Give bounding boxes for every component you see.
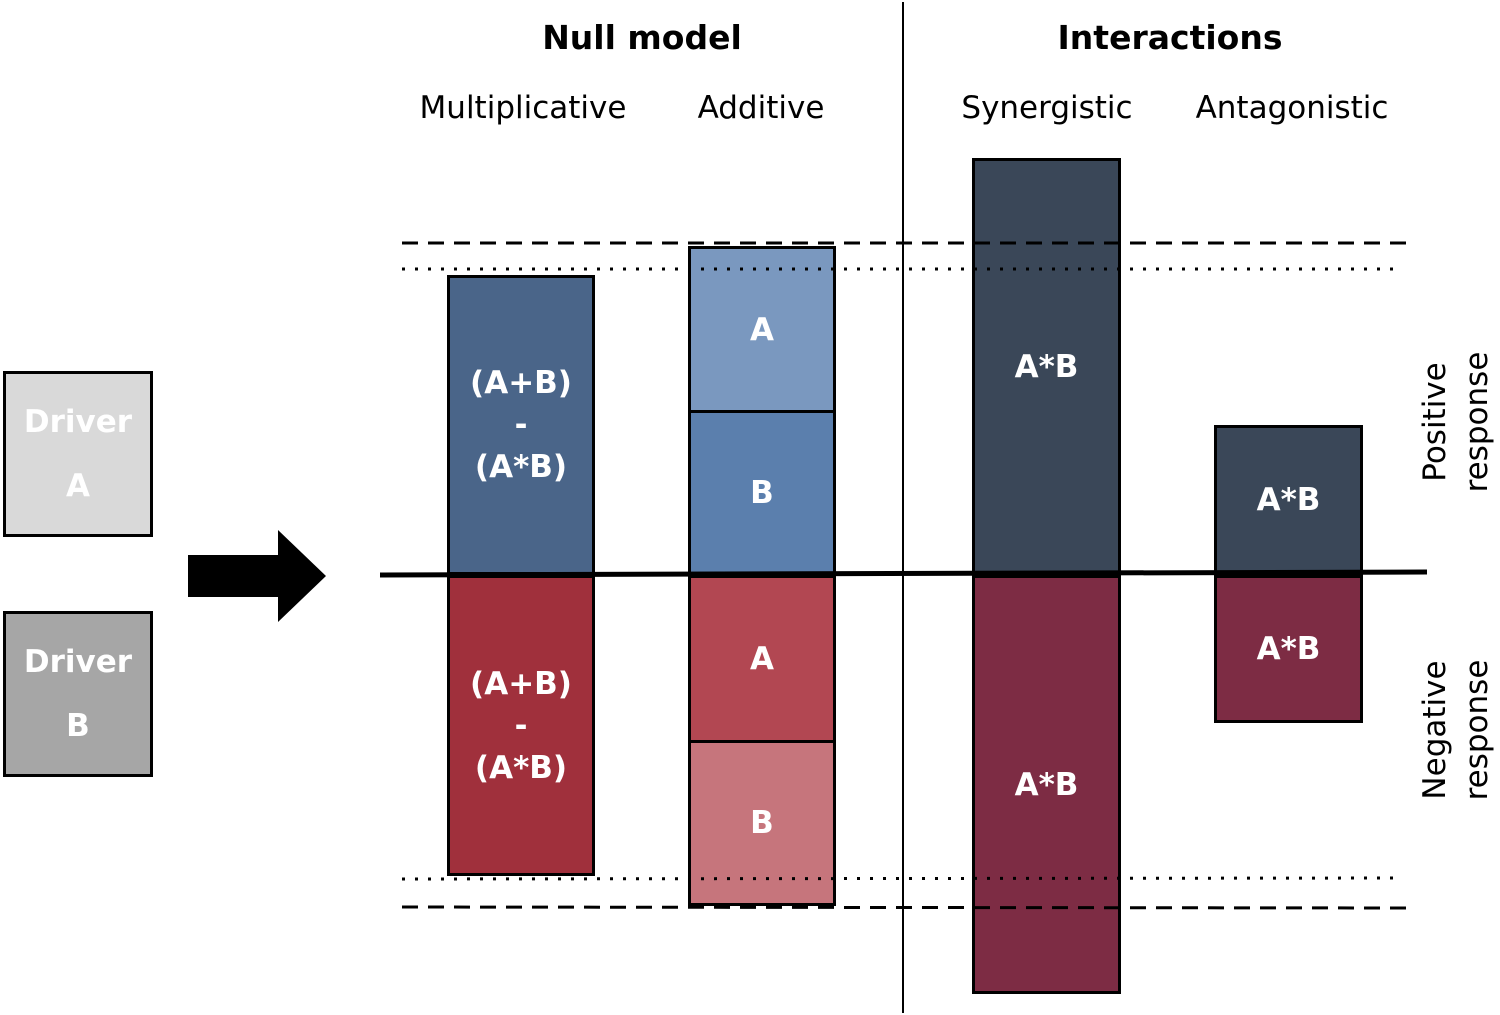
baseline: [379, 569, 1428, 578]
driver-b-line1: Driver: [23, 644, 133, 680]
driver-a-box: Driver A: [3, 371, 153, 537]
interactions-header: Interactions: [1057, 18, 1283, 57]
null-model-header: Null model: [542, 18, 742, 57]
mult-neg-line3: (A*B): [474, 749, 568, 786]
antagonistic-label: Antagonistic: [1195, 90, 1389, 126]
multiplicative-negative-box: (A+B) - (A*B): [447, 575, 595, 876]
synergistic-negative-box: A*B: [972, 575, 1121, 994]
mult-pos-line1: (A+B): [470, 365, 572, 401]
driver-b-box: Driver B: [3, 611, 153, 777]
additive-label: Additive: [697, 90, 825, 126]
synergistic-label: Synergistic: [961, 90, 1133, 126]
lower-dashed-line: [401, 905, 1413, 910]
multiplicative-label: Multiplicative: [419, 90, 627, 126]
syn-neg-label: A*B: [1014, 766, 1079, 803]
additive-positive-b-box: B: [688, 410, 836, 575]
antagonistic-positive-box: A*B: [1214, 425, 1363, 575]
additive-negative-a-box: A: [688, 575, 836, 743]
driver-a-line1: Driver: [23, 404, 133, 440]
add-pos-b-label: B: [750, 474, 774, 511]
syn-pos-label: A*B: [1014, 348, 1079, 385]
negative-line2: response: [1459, 659, 1495, 801]
mult-neg-line1: (A+B): [470, 665, 572, 702]
positive-line1: Positive: [1417, 362, 1453, 482]
add-neg-b-label: B: [750, 805, 774, 841]
driver-a-line2: A: [66, 468, 90, 504]
lower-dotted-line: [401, 876, 1403, 881]
negative-response-label: Negative response: [1414, 630, 1498, 830]
ant-pos-label: A*B: [1256, 482, 1321, 518]
right-arrow-icon: [188, 530, 326, 622]
negative-line1: Negative: [1417, 660, 1453, 800]
antagonistic-negative-box: A*B: [1214, 575, 1363, 723]
mult-pos-line3: (A*B): [474, 449, 568, 485]
add-neg-a-label: A: [750, 641, 774, 677]
synergistic-positive-box: A*B: [972, 158, 1121, 575]
ant-neg-label: A*B: [1256, 631, 1321, 667]
mult-neg-line2: -: [514, 707, 528, 744]
additive-negative-b-box: B: [688, 740, 836, 906]
add-pos-a-label: A: [750, 311, 774, 348]
multiplicative-positive-box: (A+B) - (A*B): [447, 275, 595, 575]
additive-positive-a-box: A: [688, 246, 836, 413]
positive-response-label: Positive response: [1414, 322, 1498, 522]
positive-line2: response: [1459, 351, 1495, 493]
mult-pos-line2: -: [514, 407, 528, 443]
driver-b-line2: B: [66, 708, 90, 744]
